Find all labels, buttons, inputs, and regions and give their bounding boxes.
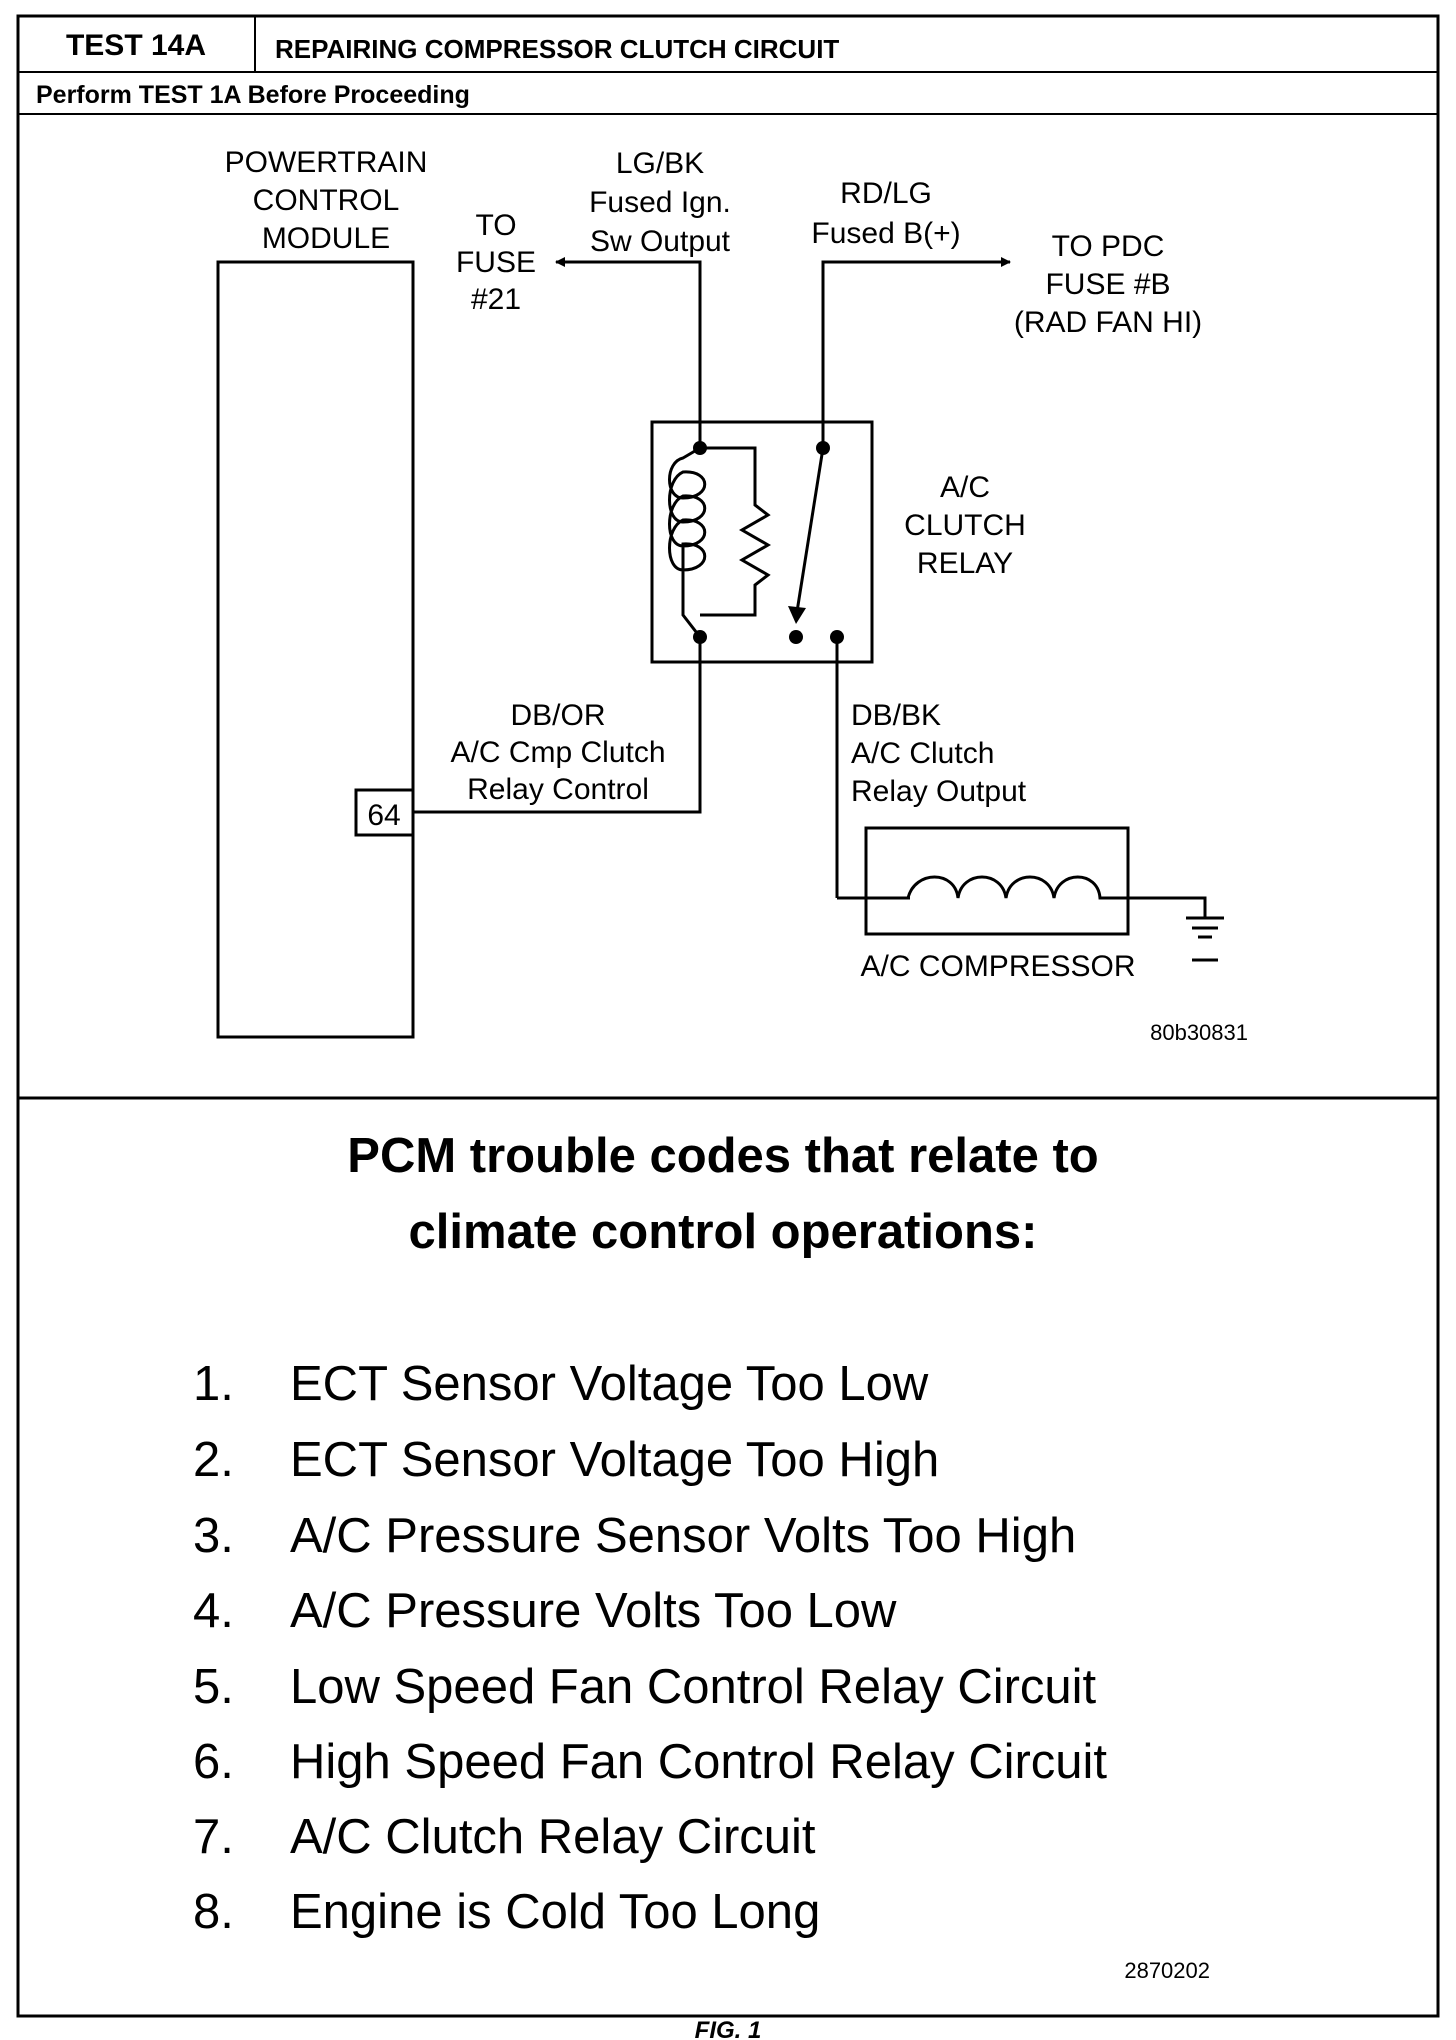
lgbk-line3: Sw Output [590, 225, 731, 258]
dbbk-line2: A/C Clutch [851, 737, 994, 770]
pcm-label-line1: POWERTRAIN [225, 146, 428, 179]
relay-box [650, 420, 874, 664]
wire-lg-bk [555, 257, 702, 448]
switch-arrow [788, 606, 806, 624]
wire-db-or [413, 637, 702, 814]
relay-switch-arm [794, 447, 825, 619]
code-number: 3. [193, 1509, 234, 1563]
trouble-codes-section: PCM trouble codes that relate to climate… [193, 1129, 1210, 1983]
diagram-labels: POWERTRAIN CONTROL MODULE 64 TO FUSE #21… [225, 146, 1248, 1045]
lgbk-line2: Fused Ign. [589, 186, 731, 219]
test-prerequisite: Perform TEST 1A Before Proceeding [36, 81, 470, 109]
pcm-box [216, 260, 415, 1039]
junction-dot [693, 630, 707, 644]
to-pdc-line3: (RAD FAN HI) [1014, 306, 1202, 339]
junction-dot [830, 630, 844, 644]
compressor-coil [866, 875, 1207, 918]
to-pdc-line2: FUSE #B [1045, 268, 1170, 301]
code-text: ECT Sensor Voltage Too Low [290, 1357, 929, 1411]
rdlg-line2: Fused B(+) [811, 217, 960, 250]
to-fuse-line2: FUSE [456, 246, 536, 279]
dbbk-line3: Relay Output [851, 775, 1027, 808]
code-text: A/C Pressure Sensor Volts Too High [290, 1509, 1076, 1563]
relay-coil [668, 446, 707, 638]
code-number: 4. [193, 1584, 234, 1638]
code-text: Engine is Cold Too Long [290, 1885, 820, 1939]
page-border [16, 14, 1440, 2018]
to-pdc-line1: TO PDC [1052, 230, 1165, 263]
to-fuse-line3: #21 [471, 283, 521, 316]
test-title: REPAIRING COMPRESSOR CLUTCH CIRCUIT [275, 34, 839, 64]
codes-figure-code: 2870202 [1124, 1958, 1210, 1983]
code-text: A/C Pressure Volts Too Low [290, 1584, 897, 1638]
wire-rd-lg [821, 257, 1011, 448]
dbor-line2: A/C Cmp Clutch [450, 736, 665, 769]
relay-label-line3: RELAY [917, 547, 1013, 580]
code-number: 2. [193, 1433, 234, 1487]
dbbk-line1: DB/BK [851, 699, 941, 732]
code-text: Low Speed Fan Control Relay Circuit [290, 1660, 1097, 1714]
code-text: High Speed Fan Control Relay Circuit [290, 1735, 1107, 1789]
test-id: TEST 14A [66, 29, 206, 62]
pcm-pin-number: 64 [367, 799, 400, 832]
junction-dot [789, 630, 803, 644]
junction-dot [693, 441, 707, 455]
header: TEST 14A REPAIRING COMPRESSOR CLUTCH CIR… [18, 16, 1438, 115]
code-number: 1. [193, 1357, 234, 1411]
code-number: 5. [193, 1660, 234, 1714]
code-number: 8. [193, 1885, 234, 1939]
code-number: 7. [193, 1810, 234, 1864]
lgbk-line1: LG/BK [616, 147, 704, 180]
rdlg-line1: RD/LG [840, 177, 932, 210]
codes-list: 1. ECT Sensor Voltage Too Low 2. ECT Sen… [193, 1357, 1107, 1939]
junction-dots [693, 441, 844, 644]
to-fuse-line1: TO [475, 209, 516, 242]
dbor-line1: DB/OR [510, 699, 605, 732]
figure-caption: FIG. 1 [695, 2017, 762, 2040]
codes-heading-line1: PCM trouble codes that relate to [347, 1129, 1098, 1183]
compressor-label: A/C COMPRESSOR [860, 950, 1135, 983]
junction-dot [816, 441, 830, 455]
relay-label-line2: CLUTCH [904, 509, 1026, 542]
compressor-box [864, 826, 1130, 936]
code-text: A/C Clutch Relay Circuit [290, 1810, 816, 1864]
pcm-label-line2: CONTROL [253, 184, 400, 217]
dbor-line3: Relay Control [467, 773, 649, 806]
codes-heading-line2: climate control operations: [409, 1205, 1038, 1259]
relay-resistor [700, 446, 772, 617]
code-text: ECT Sensor Voltage Too High [290, 1433, 939, 1487]
diagram-figure-code: 80b30831 [1150, 1020, 1248, 1045]
wiring-diagram [216, 257, 1224, 1039]
relay-label-line1: A/C [940, 471, 990, 504]
code-number: 6. [193, 1735, 234, 1789]
pcm-label-line3: MODULE [262, 222, 390, 255]
